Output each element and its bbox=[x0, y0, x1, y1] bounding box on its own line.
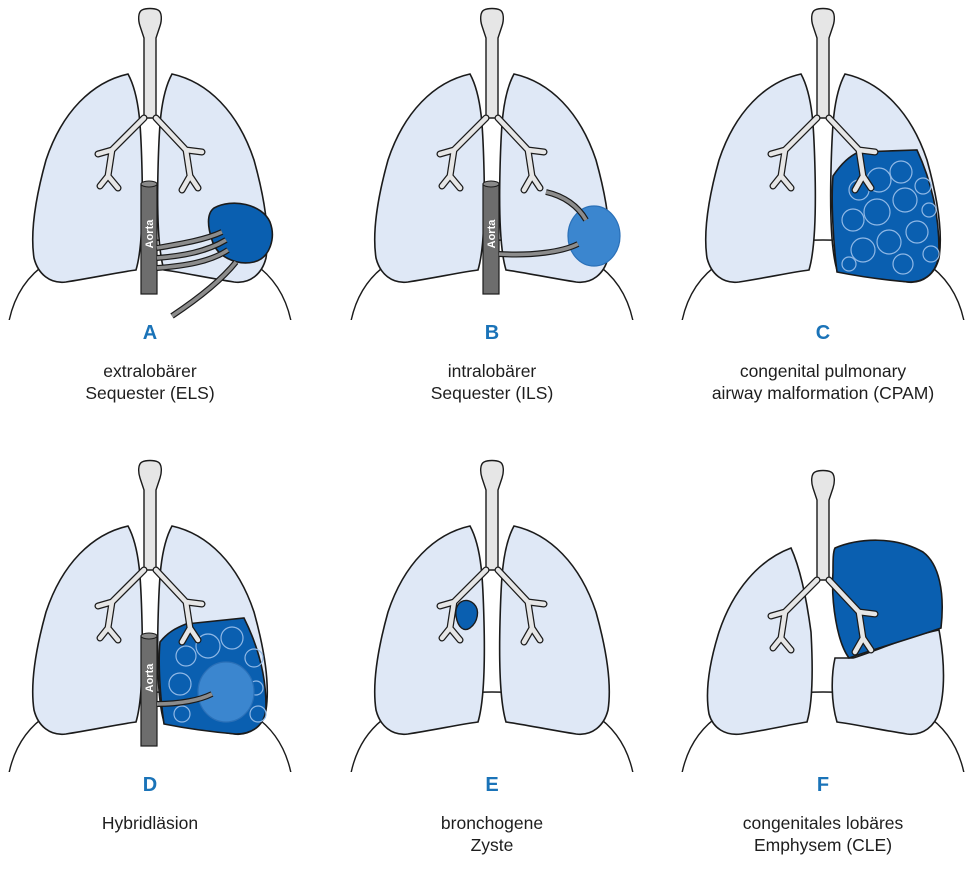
left-lung bbox=[707, 548, 812, 734]
panel-caption: congenital pulmonary airway malformation… bbox=[673, 360, 973, 404]
panel-c: C congenital pulmonary airway malformati… bbox=[673, 0, 973, 420]
caption-line-1: congenitales lobäres bbox=[673, 812, 973, 834]
left-lung bbox=[375, 74, 485, 282]
panel-caption: extralobärer Sequester (ELS) bbox=[0, 360, 300, 404]
left-lung bbox=[33, 74, 143, 282]
caption-line-2: Sequester (ILS) bbox=[342, 382, 642, 404]
caption-line-1: intralobärer bbox=[342, 360, 642, 382]
panel-f: F congenitales lobäres Emphysem (CLE) bbox=[673, 452, 973, 872]
panel-caption: Hybridläsion bbox=[0, 812, 300, 834]
aorta-label: Aorta bbox=[486, 219, 498, 249]
caption-line-2: Emphysem (CLE) bbox=[673, 834, 973, 856]
left-lung bbox=[375, 526, 485, 734]
diagram-cle bbox=[673, 452, 973, 772]
diagram-ils: Aorta bbox=[342, 0, 642, 320]
left-lung bbox=[33, 526, 143, 734]
aorta-label: Aorta bbox=[144, 663, 156, 693]
panel-a: Aorta A extralobärer Sequester (ELS) bbox=[0, 0, 300, 420]
panel-letter: A bbox=[0, 322, 300, 345]
diagram-bronchogenic-cyst bbox=[342, 452, 642, 772]
panel-letter: F bbox=[673, 774, 973, 797]
caption-line-1: congenital pulmonary bbox=[673, 360, 973, 382]
panel-d: Aorta D Hybridläsion bbox=[0, 452, 300, 872]
caption-line-2: Sequester (ELS) bbox=[0, 382, 300, 404]
aorta-label: Aorta bbox=[144, 219, 156, 249]
panel-letter: B bbox=[342, 322, 642, 345]
caption-line-2: airway malformation (CPAM) bbox=[673, 382, 973, 404]
panel-caption: intralobärer Sequester (ILS) bbox=[342, 360, 642, 404]
caption-line-1: extralobärer bbox=[0, 360, 300, 382]
panel-caption: congenitales lobäres Emphysem (CLE) bbox=[673, 812, 973, 856]
diagram-hybrid: Aorta bbox=[0, 452, 300, 772]
left-lung bbox=[706, 74, 816, 282]
caption-line-1: Hybridläsion bbox=[0, 812, 300, 834]
diagram-cpam bbox=[673, 0, 973, 320]
panel-letter: D bbox=[0, 774, 300, 797]
panel-e: E bronchogene Zyste bbox=[342, 452, 642, 872]
panel-letter: E bbox=[342, 774, 642, 797]
panel-letter: C bbox=[673, 322, 973, 345]
caption-line-1: bronchogene bbox=[342, 812, 642, 834]
caption-line-2: Zyste bbox=[342, 834, 642, 856]
sequestration-lesion bbox=[568, 206, 620, 266]
panel-b: Aorta B intralobärer Sequester (ILS) bbox=[342, 0, 642, 420]
sequestration-lesion bbox=[198, 662, 254, 722]
diagram-els: Aorta bbox=[0, 0, 300, 320]
right-lung bbox=[500, 526, 610, 734]
panel-caption: bronchogene Zyste bbox=[342, 812, 642, 856]
